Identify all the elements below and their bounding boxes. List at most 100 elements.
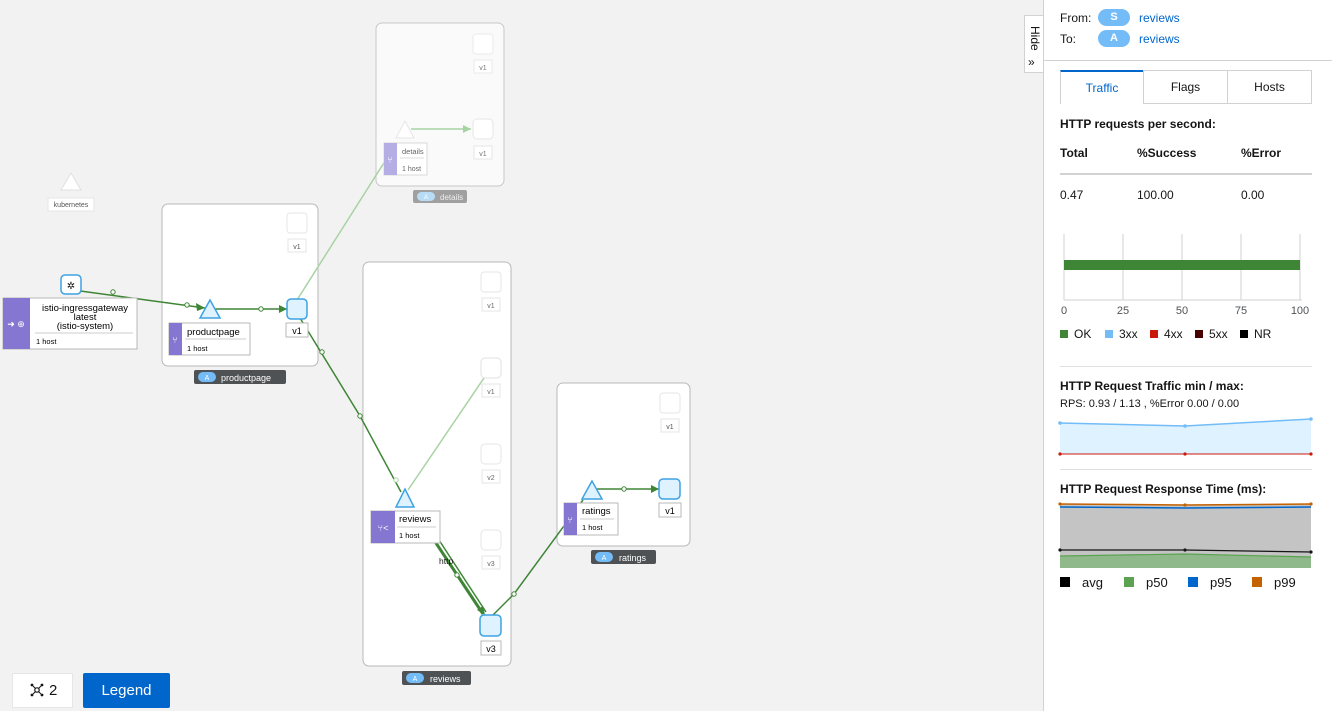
gateway-name-3: (istio-system) [57, 321, 113, 332]
details-service-node[interactable] [395, 119, 415, 139]
hide-panel-tab[interactable]: Hide » [1024, 15, 1043, 73]
tab-traffic[interactable]: Traffic [1060, 70, 1144, 104]
side-panel: From: S reviews To: A reviews Traffic Fl… [1043, 0, 1332, 711]
response-time-title: HTTP Request Response Time (ms): [1060, 482, 1267, 496]
reviews-v1-old-label: v1 [487, 303, 495, 310]
reviews-v1-label: v1 [487, 389, 495, 396]
gateway-node[interactable] [60, 274, 82, 295]
legend-swatch [1105, 330, 1113, 338]
ratings-badge-letter: A [602, 555, 607, 562]
topology-icon [30, 683, 44, 697]
details-badge-letter: A [424, 194, 429, 201]
tab-hosts[interactable]: Hosts [1227, 70, 1312, 104]
edge-gateway-productpage[interactable] [72, 289, 206, 309]
response-time-chart [1058, 502, 1313, 568]
hide-label: Hide [1028, 25, 1042, 51]
reviews-app-box[interactable] [362, 261, 512, 667]
legend-label: OK [1074, 327, 1092, 341]
productpage-v1-node[interactable] [286, 298, 308, 320]
gateway-name-1: istio-ingressgateway [42, 303, 128, 314]
ratings-hosts: 1 host [582, 523, 603, 532]
bar-axis-tick: 25 [1117, 305, 1129, 317]
gateway-icon: ✲ [67, 281, 75, 292]
table-value-total: 0.47 [1060, 188, 1084, 202]
to-badge: A [1098, 30, 1130, 47]
details-v1-node[interactable] [472, 118, 494, 140]
reviews-v2-label: v2 [487, 475, 495, 482]
legend-button[interactable]: Legend [83, 673, 170, 708]
traffic-sparkline [1058, 417, 1313, 456]
productpage-app-badge[interactable] [194, 370, 286, 384]
ratings-v1-node[interactable] [658, 478, 681, 500]
to-link[interactable]: reviews [1139, 32, 1180, 46]
gateway-hosts: 1 host [36, 337, 57, 346]
legend-swatch [1240, 330, 1248, 338]
ratings-badge-label: ratings [619, 553, 647, 563]
traffic-summary: RPS: 0.93 / 1.13 , %Error 0.00 / 0.00 [1060, 398, 1240, 410]
reviews-v3-label: v3 [486, 644, 496, 654]
legend-label: 3xx [1119, 327, 1138, 341]
edge-reviews-v3-b[interactable] [436, 536, 487, 613]
table-value-success: 100.00 [1137, 188, 1174, 202]
legend-swatch [1124, 577, 1134, 587]
legend-swatch [1060, 577, 1070, 587]
legend-swatch [1150, 330, 1158, 338]
service-graph[interactable]: kubernetes ✲ ➜ ⊕ istio-ingressgateway la… [0, 0, 1043, 711]
reviews-service-node[interactable] [394, 487, 416, 508]
legend-swatch [1252, 577, 1262, 587]
legend-label: 5xx [1209, 327, 1228, 341]
from-link[interactable]: reviews [1139, 11, 1180, 25]
reviews-v3-placeholder[interactable] [480, 529, 502, 551]
reviews-name: reviews [399, 514, 431, 525]
from-label: From: [1060, 11, 1092, 25]
table-header-error: %Error [1241, 146, 1282, 160]
bar-axis-tick: 0 [1061, 305, 1067, 317]
productpage-hosts: 1 host [187, 344, 208, 353]
ratings-v1-label: v1 [665, 506, 675, 516]
edge-productpage-details[interactable] [296, 157, 388, 301]
ok-bar [1064, 260, 1300, 270]
details-type-icon: ⑂ [387, 155, 392, 165]
legend-label: avg [1082, 575, 1103, 590]
reviews-v2-node[interactable] [480, 443, 502, 465]
gateway-name-2: latest [74, 312, 97, 323]
kubernetes-node[interactable] [60, 172, 82, 191]
details-v1-placeholder[interactable] [472, 33, 494, 55]
reviews-type-icon: ⑂< [378, 523, 389, 533]
legend-item-p99: p99 [1252, 575, 1296, 590]
bar-axis-tick: 100 [1291, 305, 1309, 317]
gateway-type-icon: ➜ ⊕ [7, 319, 25, 329]
legend-item-avg: avg [1060, 575, 1103, 590]
graph-node-count-button[interactable]: 2 [12, 673, 73, 708]
reviews-v1-node[interactable] [480, 357, 502, 379]
traffic-minmax-title: HTTP Request Traffic min / max: [1060, 379, 1244, 393]
from-badge: S [1098, 9, 1130, 26]
to-label: To: [1060, 32, 1077, 46]
panel-tabs: Traffic Flags Hosts [1060, 70, 1312, 104]
details-name: details [402, 147, 424, 156]
legend-label: NR [1254, 327, 1272, 341]
legend-item-nr: NR [1240, 327, 1271, 341]
legend-label: 4xx [1164, 327, 1183, 341]
edge-reviews-v1[interactable] [407, 377, 485, 491]
details-v1-old-label: v1 [479, 65, 487, 72]
legend-swatch [1188, 577, 1198, 587]
legend-item-ok: OK [1060, 327, 1091, 341]
tab-flags[interactable]: Flags [1143, 70, 1228, 104]
node-count: 2 [49, 682, 58, 699]
reviews-v1-placeholder[interactable] [480, 271, 502, 293]
legend-item-4xx: 4xx [1150, 327, 1183, 341]
reviews-v3-node[interactable] [479, 614, 502, 637]
graph-edges[interactable] [72, 125, 659, 619]
legend-label: p50 [1146, 575, 1168, 590]
productpage-type-icon: ⑂ [172, 335, 177, 345]
ratings-service-node[interactable] [580, 479, 604, 500]
table-header-total: Total [1060, 146, 1088, 160]
productpage-v1-placeholder[interactable] [286, 212, 308, 234]
productpage-service-node[interactable] [198, 298, 222, 319]
http-rps-title: HTTP requests per second: [1060, 117, 1216, 131]
reviews-hosts: 1 host [399, 531, 420, 540]
reviews-v3-old-label: v3 [487, 561, 495, 568]
legend-item-p95: p95 [1188, 575, 1232, 590]
ratings-v1-placeholder[interactable] [659, 392, 681, 414]
